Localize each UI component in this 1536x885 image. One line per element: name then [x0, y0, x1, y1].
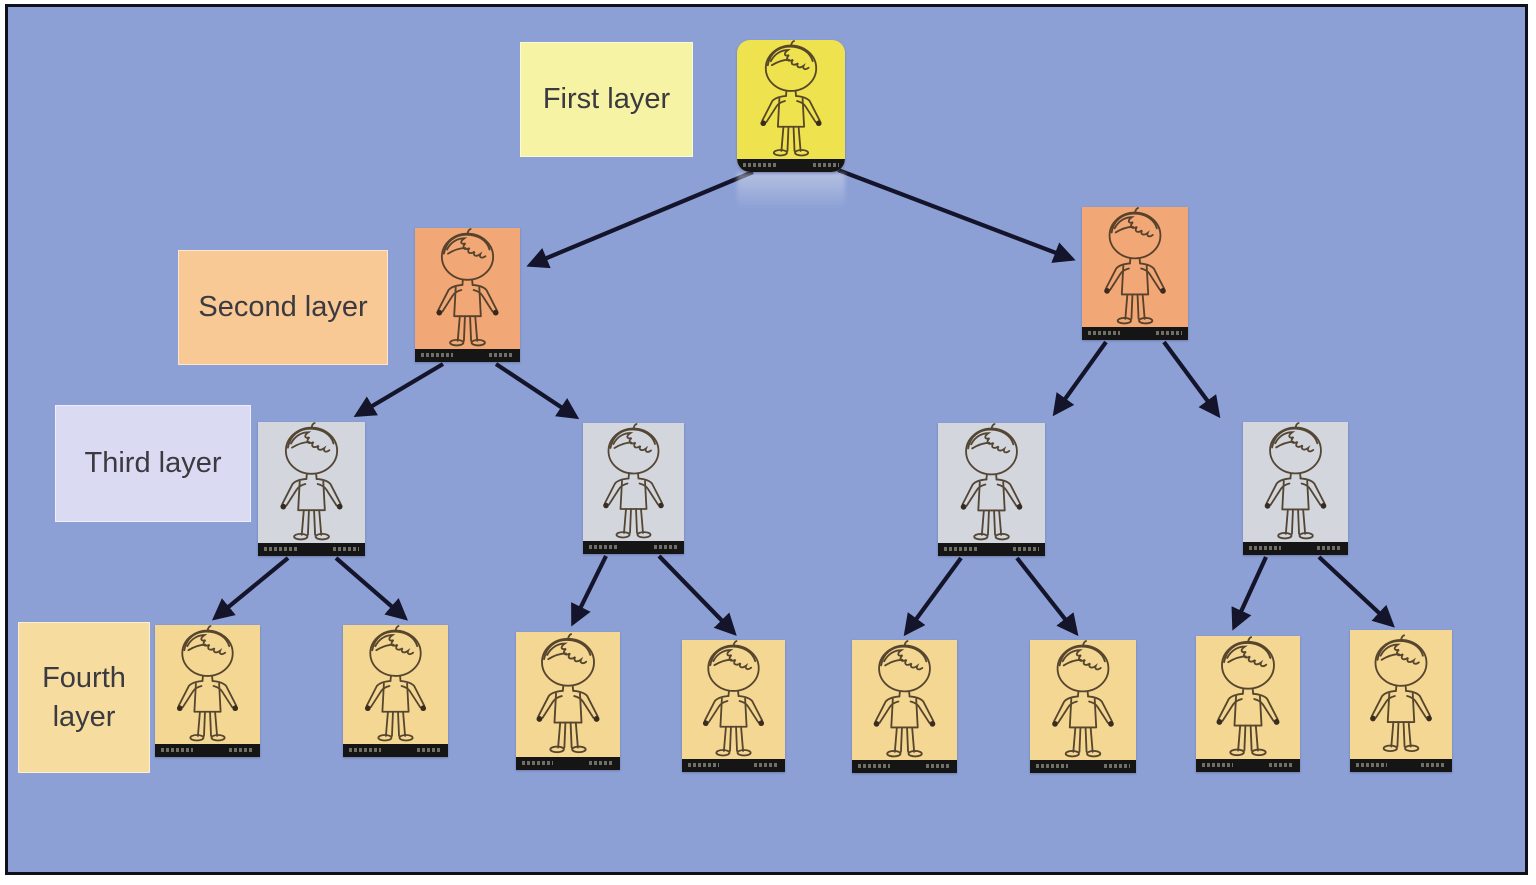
node-layer1-1: [737, 40, 845, 172]
caption-bar: [1243, 542, 1348, 555]
node-layer4-7: [1196, 636, 1300, 772]
caption-bar: [155, 744, 260, 757]
caption-bar: [682, 759, 785, 772]
label-fourth-layer: Fourth layer: [18, 622, 150, 773]
person-figure-icon: [938, 423, 1045, 543]
person-figure-icon: [1082, 207, 1188, 327]
person-figure-icon: [155, 625, 260, 744]
node-layer4-2: [343, 625, 448, 757]
person-figure-icon: [1030, 640, 1136, 760]
node-layer4-4: [682, 640, 785, 772]
caption-bar: [415, 349, 520, 362]
person-figure-icon: [1196, 636, 1300, 759]
label-first-layer: First layer: [520, 42, 693, 157]
person-figure-icon: [343, 625, 448, 744]
node-reflection: [737, 173, 845, 209]
caption-bar: [343, 744, 448, 757]
caption-bar: [852, 760, 957, 773]
node-layer4-5: [852, 640, 957, 773]
caption-bar: [1082, 327, 1188, 340]
person-figure-icon: [1350, 630, 1452, 759]
node-layer4-3: [516, 632, 620, 770]
node-layer4-1: [155, 625, 260, 757]
label-second-layer: Second layer: [178, 250, 388, 365]
person-figure-icon: [682, 640, 785, 759]
caption-bar: [583, 541, 684, 554]
person-figure-icon: [1243, 422, 1348, 542]
caption-bar: [938, 543, 1045, 556]
person-figure-icon: [737, 40, 845, 159]
person-figure-icon: [583, 423, 684, 541]
caption-bar: [1030, 760, 1136, 773]
label-third-layer: Third layer: [55, 405, 251, 522]
caption-bar: [1196, 759, 1300, 772]
caption-bar: [1350, 759, 1452, 772]
caption-bar: [258, 543, 365, 556]
node-layer3-2: [583, 423, 684, 554]
person-figure-icon: [258, 422, 365, 543]
node-layer2-2: [1082, 207, 1188, 340]
node-layer3-1: [258, 422, 365, 556]
diagram-frame: First layer Second layer Third layer Fou…: [5, 4, 1528, 875]
node-layer4-8: [1350, 630, 1452, 772]
node-layer3-3: [938, 423, 1045, 556]
caption-bar: [737, 159, 845, 172]
node-layer2-1: [415, 228, 520, 362]
caption-bar: [516, 757, 620, 770]
edge-lines: [211, 168, 1395, 637]
person-figure-icon: [415, 228, 520, 349]
person-figure-icon: [852, 640, 957, 760]
node-layer3-4: [1243, 422, 1348, 555]
person-figure-icon: [516, 632, 620, 757]
node-layer4-6: [1030, 640, 1136, 773]
